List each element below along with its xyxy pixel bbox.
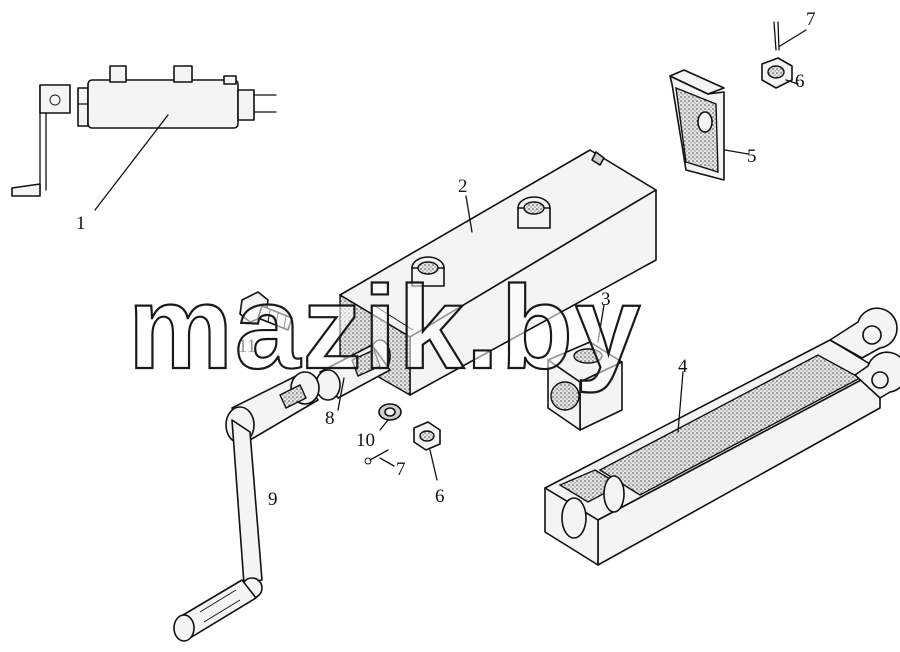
part-7-pin-bottom	[364, 449, 389, 465]
part-11-bolt	[239, 291, 293, 331]
callout-11: 11	[238, 336, 256, 357]
part-10-washer	[378, 403, 402, 421]
callout-2: 2	[458, 176, 468, 197]
part-6-nut-bottom	[413, 421, 441, 451]
callout-6-top: 6	[795, 71, 805, 92]
callout-10: 10	[356, 430, 375, 451]
part-3-nut-block	[547, 341, 623, 431]
leader-lines	[94, 29, 807, 481]
callout-1: 1	[76, 213, 86, 234]
callout-9: 9	[268, 489, 278, 510]
callout-8: 8	[325, 408, 335, 429]
part-1-jack-assembly	[11, 65, 277, 197]
callout-5: 5	[747, 146, 757, 167]
callout-labels: 1 2 3 4 5 6 6 7 7 8 9 10 11	[76, 9, 816, 510]
callout-7-bottom: 7	[396, 459, 406, 480]
part-8-shaft	[315, 339, 391, 401]
part-4-channel-beam	[544, 307, 900, 566]
watermark: mazik.by	[128, 262, 642, 394]
part-9-crank-handle	[173, 371, 320, 642]
callout-4: 4	[678, 356, 688, 377]
callout-7-top: 7	[806, 9, 816, 30]
callout-6-bottom: 6	[435, 486, 445, 507]
part-7-pin-top	[773, 21, 780, 51]
part-6-nut-top	[761, 57, 793, 89]
part-5-bracket	[669, 69, 725, 181]
callout-3: 3	[601, 289, 611, 310]
